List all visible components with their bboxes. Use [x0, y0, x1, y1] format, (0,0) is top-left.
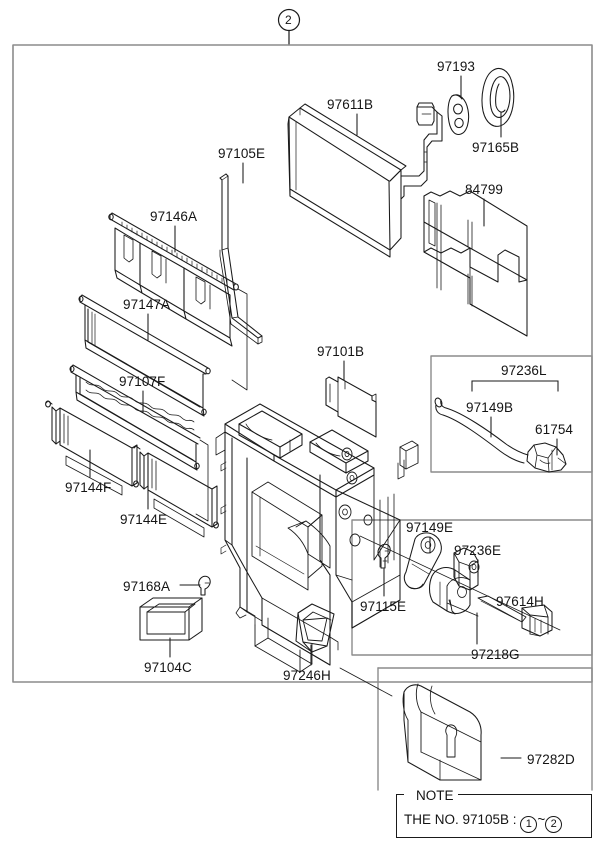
part-84799	[423, 190, 528, 337]
lbl-97149E: 97149E	[406, 520, 454, 535]
lbl-61754: 61754	[535, 422, 574, 437]
lbl-97218G: 97218G	[471, 647, 520, 662]
note-range-separator: ~	[537, 812, 546, 827]
part-97107F	[69, 364, 209, 522]
lbl-97236L: 97236L	[501, 363, 547, 378]
part-97611B	[287, 102, 443, 258]
note-border-gap-left	[404, 792, 412, 797]
lbl-97614H: 97614H	[496, 594, 544, 609]
part-97146A	[108, 212, 248, 391]
part-97144F	[45, 400, 139, 496]
lbl-97146A: 97146A	[150, 209, 198, 224]
part-97115E	[377, 543, 391, 569]
lbl-97147A: 97147A	[123, 297, 171, 312]
subframe-hose	[430, 355, 593, 473]
lbl-84799: 84799	[465, 182, 504, 197]
note-range-from: 1	[520, 816, 538, 833]
part-97149B	[434, 397, 529, 464]
callout-2-marker	[277, 8, 301, 46]
lbl-97282D: 97282D	[527, 752, 575, 767]
lbl-97193: 97193	[437, 59, 476, 74]
part-97104C	[139, 597, 203, 641]
subframe-duct	[377, 667, 593, 791]
part-97236E	[428, 547, 480, 615]
lbl-97236E: 97236E	[454, 543, 502, 558]
part-97193	[447, 94, 470, 135]
note-title: NOTE	[412, 789, 458, 803]
lbl-97168A: 97168A	[123, 579, 171, 594]
lbl-97611B: 97611B	[327, 97, 374, 112]
part-97105E	[219, 173, 263, 345]
lbl-97101B: 97101B	[317, 344, 365, 359]
part-97101B	[215, 376, 419, 673]
lbl-97246H: 97246H	[283, 668, 331, 683]
part-97165B	[481, 67, 515, 127]
part-97168A	[198, 575, 211, 596]
lbl-97115E: 97115E	[360, 599, 407, 614]
part-97246H	[295, 603, 335, 653]
lbl-97144E: 97144E	[120, 512, 168, 527]
part-97614H	[477, 595, 553, 637]
lbl-97144F: 97144F	[65, 480, 112, 495]
lbl-97107F: 97107F	[119, 374, 166, 389]
lbl-97165B: 97165B	[472, 140, 520, 155]
note-text-prefix: THE NO. 97105B :	[404, 812, 521, 827]
note-box	[396, 794, 592, 838]
part-97282D	[402, 683, 482, 781]
note-range-to: 2	[545, 816, 563, 833]
part-97144E	[133, 445, 219, 538]
part-97149E	[403, 532, 442, 590]
lbl-97105E: 97105E	[218, 146, 266, 161]
callout-2-label: 2	[285, 13, 292, 27]
part-97147A	[78, 294, 211, 417]
lbl-97149B: 97149B	[466, 400, 514, 415]
lbl-97104C: 97104C	[144, 660, 192, 675]
part-61754	[526, 442, 567, 473]
note-text: THE NO. 97105B : 1~2	[404, 812, 563, 833]
